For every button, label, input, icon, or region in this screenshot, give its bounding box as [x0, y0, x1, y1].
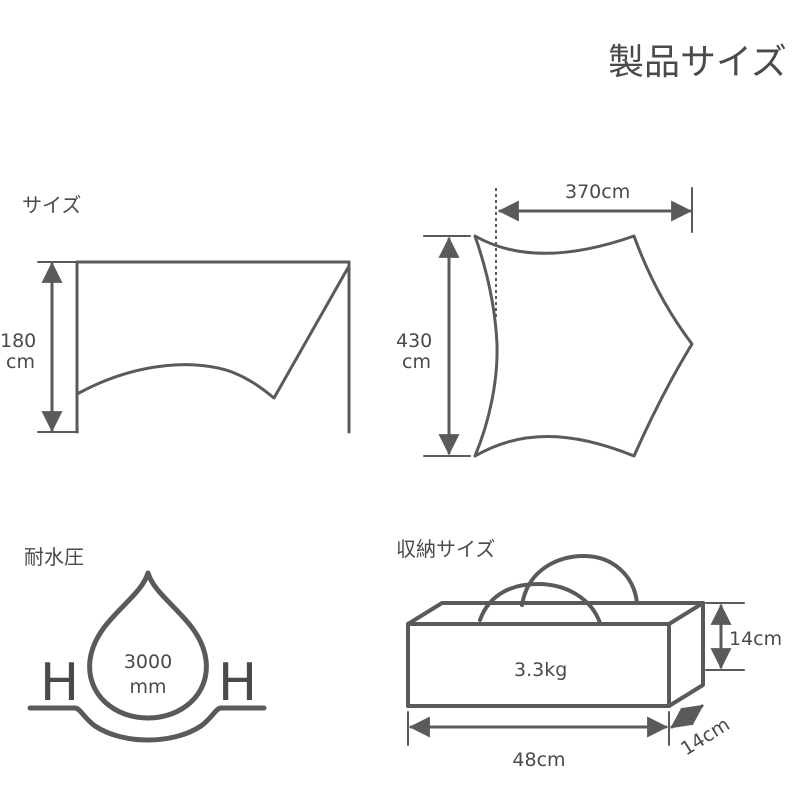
ground-line	[27, 705, 267, 743]
page-title: 製品サイズ	[608, 42, 787, 83]
side-height-unit: cm	[6, 351, 35, 373]
storage-height-label: 14cm	[729, 628, 782, 650]
water-pressure-value: 3000	[124, 651, 172, 673]
top-view-tarp	[473, 188, 694, 458]
storage-depth-label: 14cm	[677, 713, 734, 760]
side-height-dimension	[37, 261, 79, 433]
top-height-value: 430	[396, 330, 432, 352]
storage-width-label: 48cm	[512, 749, 565, 771]
left-h-letter: H	[40, 653, 79, 713]
top-width-label: 370cm	[565, 181, 630, 203]
storage-height-dimension	[705, 602, 745, 671]
top-height-unit: cm	[402, 351, 431, 373]
top-width-dimension	[497, 187, 693, 233]
water-drop-icon	[87, 570, 209, 721]
storage-depth-dimension	[670, 704, 704, 729]
side-view-tarp	[75, 260, 351, 434]
size-section-label: サイズ	[22, 193, 81, 217]
right-h-letter: H	[218, 653, 257, 713]
storage-weight: 3.3kg	[514, 659, 567, 681]
storage-bag	[406, 554, 705, 708]
water-section-label: 耐水圧	[24, 545, 84, 569]
top-height-dimension	[423, 235, 471, 457]
side-height-value: 180	[0, 330, 36, 352]
water-pressure-unit: mm	[129, 676, 166, 698]
storage-section-label: 収納サイズ	[396, 537, 495, 561]
storage-width-dimension	[407, 711, 670, 746]
